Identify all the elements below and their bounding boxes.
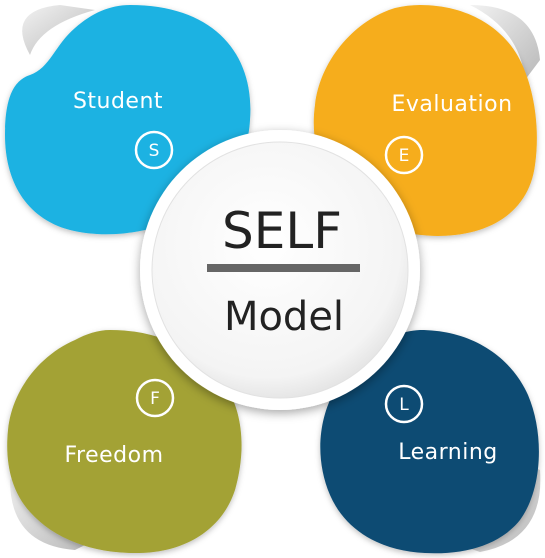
petal-label-evaluation: Evaluation (391, 92, 512, 117)
badge-letter-s: S (149, 141, 160, 161)
badge-l (384, 384, 424, 424)
badge-letter-e: E (399, 146, 410, 166)
petal-student-curl (22, 5, 95, 55)
center-hub: SELF Model (140, 130, 420, 410)
badge-letter-l: L (399, 395, 409, 415)
center-subtitle: Model (224, 294, 344, 340)
badge-s (134, 130, 174, 170)
badge-f (135, 378, 175, 418)
petal-freedom-curl (10, 470, 95, 550)
petal-learning-shape (320, 330, 539, 554)
badge-letter-f: F (150, 389, 160, 409)
center-title: SELF (222, 202, 342, 260)
petal-label-freedom: Freedom (64, 443, 163, 468)
petal-label-student: Student (73, 89, 163, 114)
petal-freedom-shape (7, 330, 242, 554)
petal-learning: L Learning (320, 330, 541, 554)
petal-evaluation-curl (470, 5, 540, 80)
petal-learning-curl (460, 465, 541, 552)
badge-e (384, 135, 424, 175)
center-divider (207, 264, 360, 272)
petal-label-learning: Learning (398, 440, 498, 465)
petal-freedom: F Freedom (7, 330, 242, 554)
